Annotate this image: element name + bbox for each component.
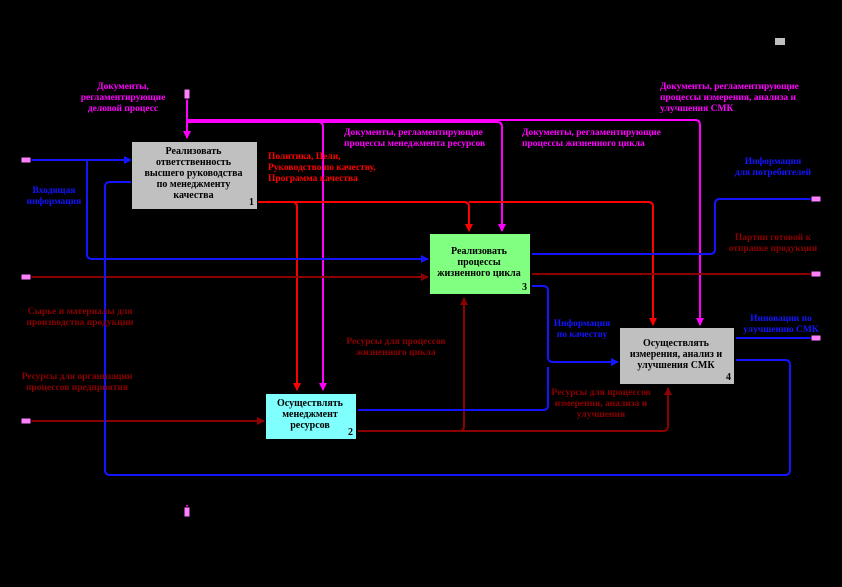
box1-text: Реализовать ответственность высшего руко…: [144, 146, 243, 201]
label-docs-lifecycle: Документы, регламентирующие процессы жиз…: [522, 128, 661, 149]
box3-number: 3: [522, 282, 527, 293]
boundary-markers: [20, 88, 822, 518]
lifecycle-to-measure: [532, 285, 619, 366]
label-res-lifecycle: Ресурсы для процессов жизненного цикла: [346, 337, 446, 358]
label-docs-measure: Документы, регламентирующие процессы изм…: [660, 82, 799, 114]
box-lifecycle-processes[interactable]: Реализовать процессы жизненного цикла 3: [429, 233, 531, 295]
label-policy: Политика, Цели, Руководство по качеству,…: [268, 152, 376, 184]
label-input-info: Входящая информация: [26, 186, 82, 207]
resources-to-measure: [358, 387, 672, 432]
input-info-to-lifecycle: [86, 160, 429, 263]
magenta-control-arrows: [183, 92, 704, 516]
box2-text: Осуществлять менеджмент ресурсов: [277, 398, 343, 431]
box4-number: 4: [726, 372, 731, 383]
label-info-consumers: Информация для потребителей: [734, 157, 812, 178]
label-docs-business: Документы, регламентирующие деловой проц…: [80, 82, 166, 114]
resources-to-measure-info: [358, 367, 549, 411]
label-info-quality: Информация по качеству: [553, 319, 611, 340]
policy-to-lifecycle: [258, 201, 473, 232]
darkred-resource-arrows: [22, 270, 819, 432]
red-policy-arrows: [258, 201, 657, 391]
blue-info-arrows: [22, 156, 819, 476]
consumers-info: [532, 195, 819, 255]
label-res-org: Ресурсы для организации процессов предпр…: [21, 372, 133, 393]
policy-to-resources: [258, 201, 301, 391]
control-docs-lifecycle: [187, 121, 506, 232]
feedback-loop: [104, 187, 791, 476]
label-inno-smk: Инновации по улучшению СМК: [743, 314, 819, 335]
label-raw-materials: Сырье и материалы для производства проду…: [26, 307, 134, 328]
box1-number: 1: [249, 197, 254, 208]
box-management-responsibility[interactable]: Реализовать ответственность высшего руко…: [131, 141, 258, 210]
box4-text: Осуществлять измерения, анализ и улучшен…: [629, 337, 723, 371]
label-batch-ready: Партии готовой к отправке продукции: [728, 233, 818, 254]
control-docs-top: [187, 119, 704, 326]
resources-to-lifecycle: [358, 297, 468, 432]
box-measurement-analysis[interactable]: Осуществлять измерения, анализ и улучшен…: [619, 327, 735, 385]
input-info-mid: [104, 181, 131, 188]
box2-number: 2: [348, 427, 353, 438]
label-res-measure: Ресурсы для процессов измерения, анализа…: [551, 388, 651, 420]
label-docs-resources: Документы, регламентирующие процессы мен…: [344, 128, 486, 149]
box-resource-management[interactable]: Осуществлять менеджмент ресурсов 2: [265, 393, 357, 440]
policy-to-measure: [469, 201, 657, 326]
box3-text: Реализовать процессы жизненного цикла: [437, 245, 521, 279]
legend-marker: [775, 38, 785, 45]
